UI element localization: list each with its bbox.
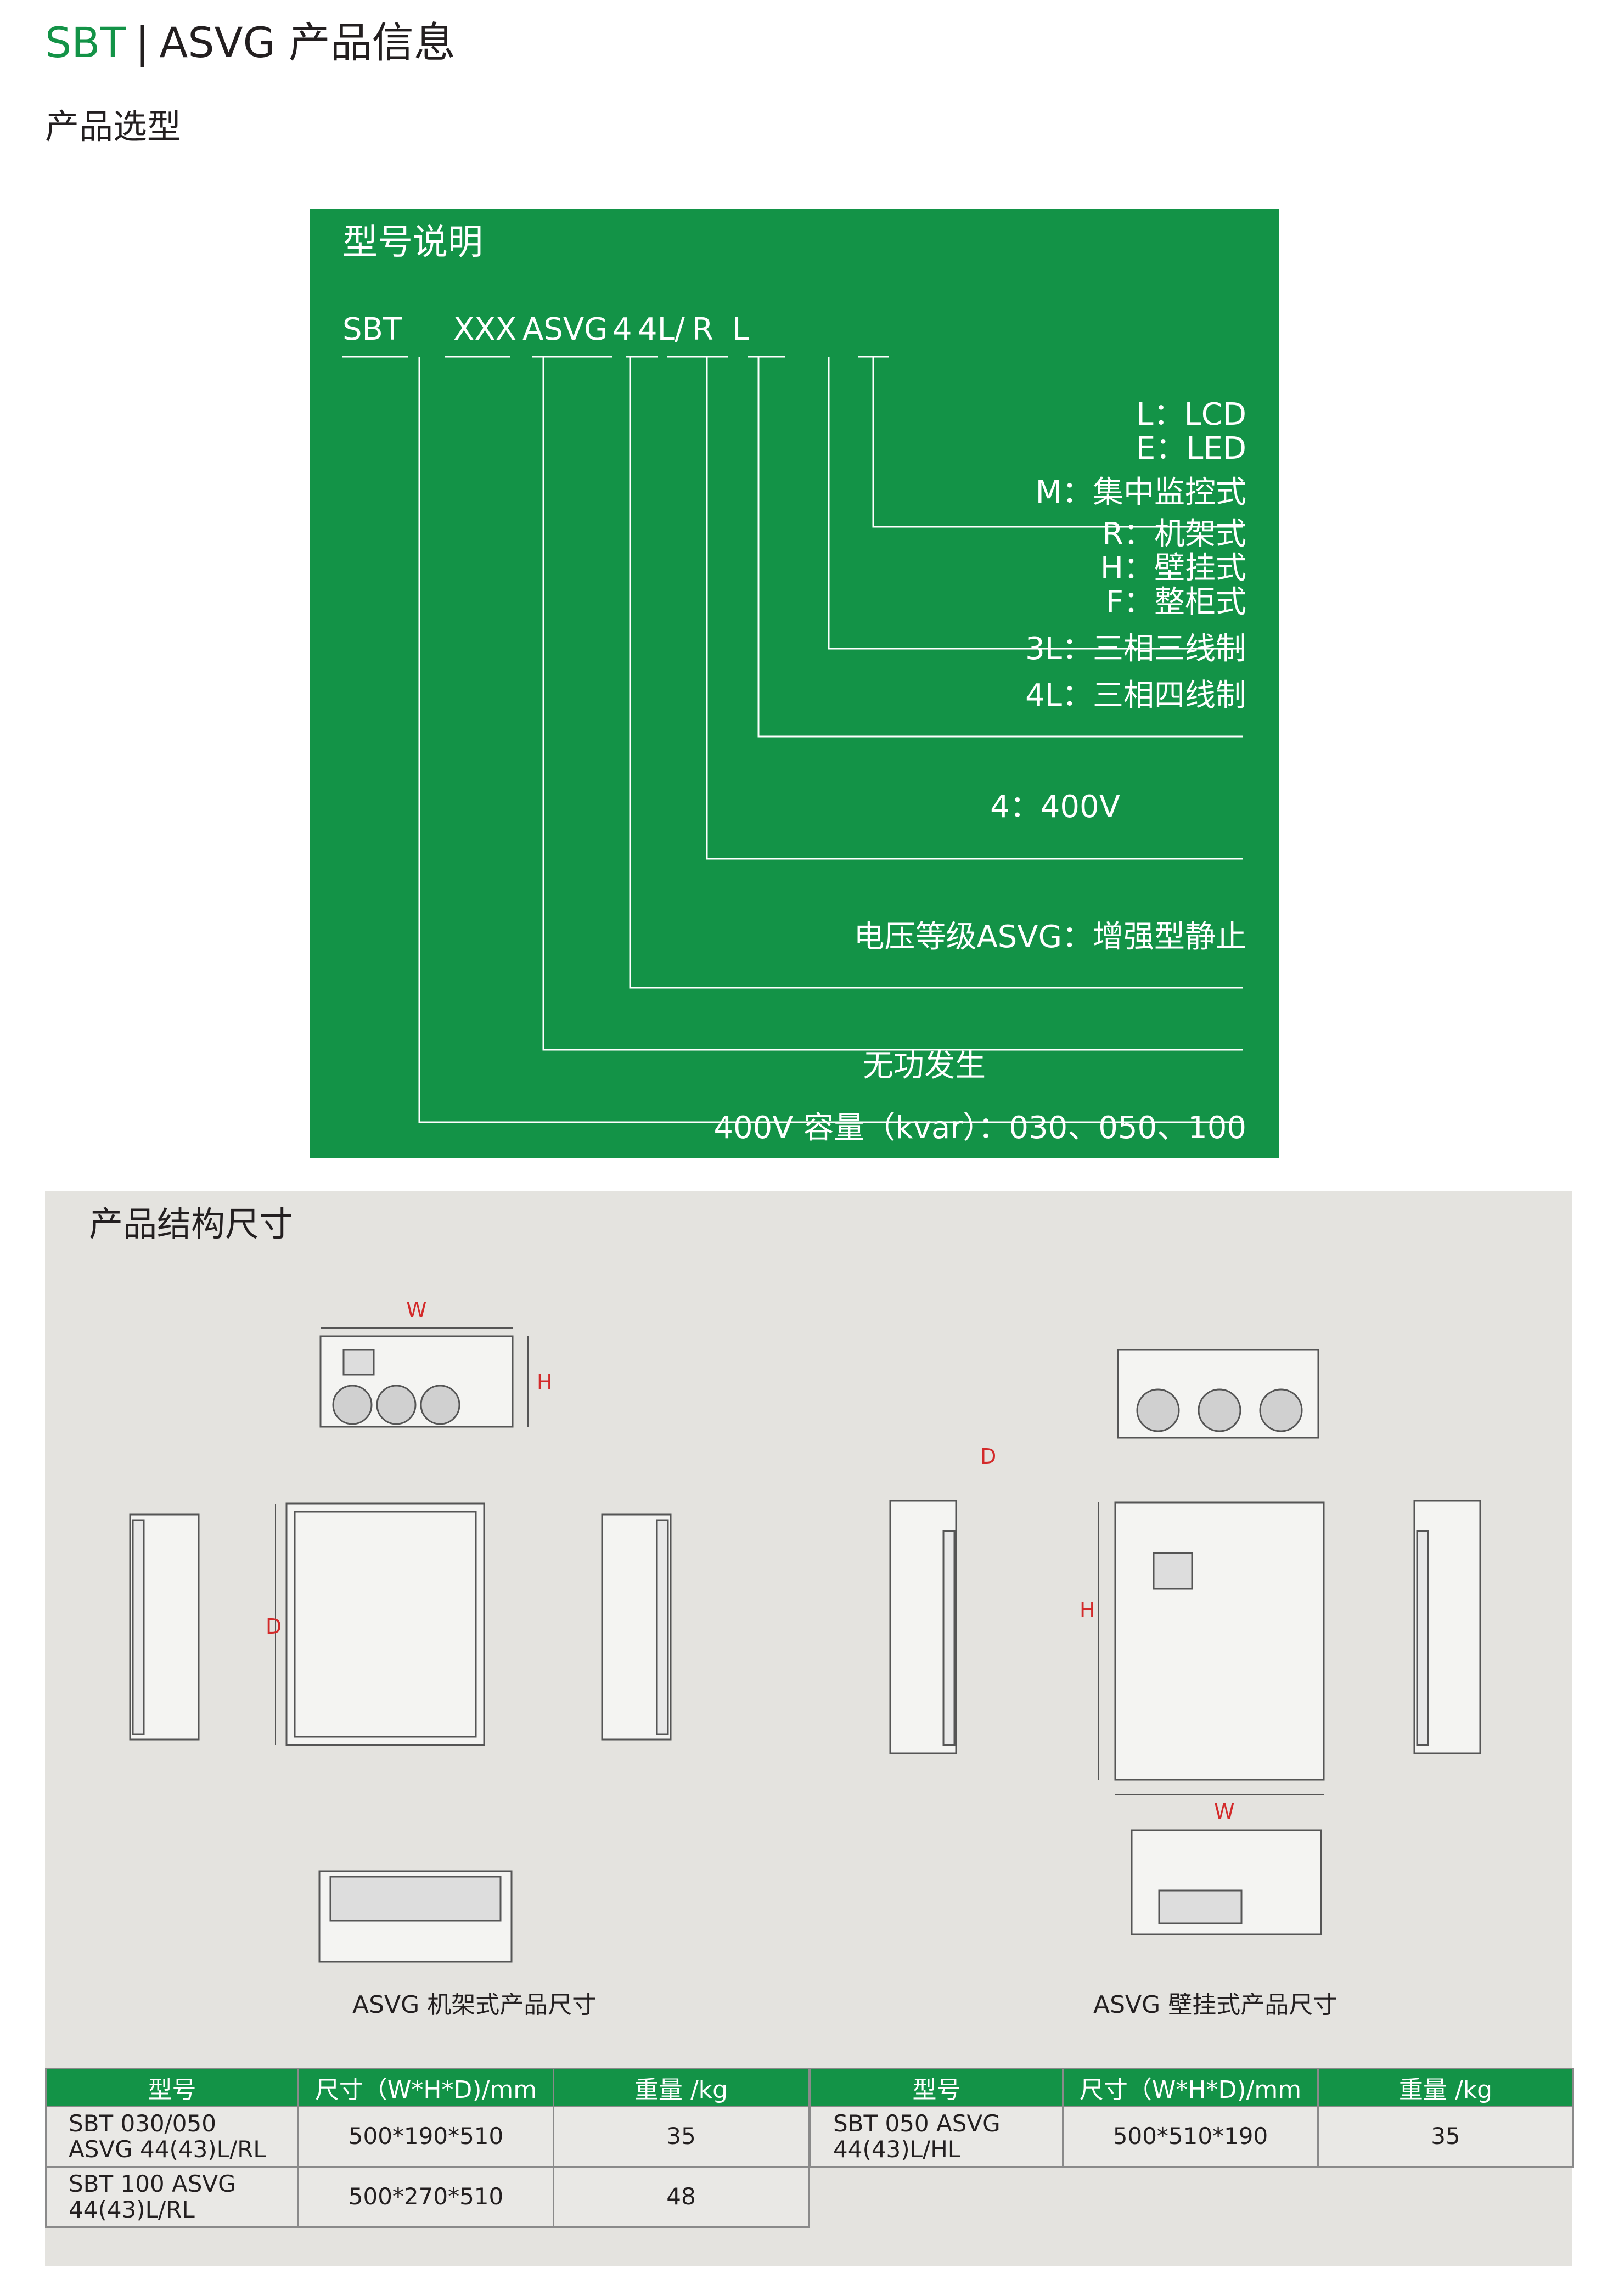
rack-depth-label: D: [266, 1614, 282, 1639]
rack-width-label: W: [406, 1298, 427, 1322]
size-cell: 500*510*190: [1062, 2106, 1319, 2168]
wall-front-view: [1114, 1501, 1325, 1781]
rack-side-left-view: [129, 1513, 200, 1741]
rack-caption: ASVG 机架式产品尺寸: [352, 1991, 597, 2019]
code-capacity: XXX: [453, 312, 517, 347]
desc-wire-4l: 4L：三相四线制: [1025, 678, 1246, 713]
desc-capacity: 400V 容量（kvar）：030、050、100: [713, 1110, 1246, 1146]
wall-bottom-view: [1131, 1829, 1322, 1935]
rack-spec-table: 型号 尺寸（W*H*D)/mm 重量 /kg SBT 030/050 ASVG …: [45, 2068, 810, 2228]
model-cell: SBT 050 ASVG 44(43)L/HL: [810, 2106, 1064, 2168]
wall-col-model: 型号: [810, 2068, 1064, 2107]
wall-side-left-view: [889, 1500, 957, 1754]
rack-rear-view: [318, 1870, 513, 1963]
rack-col-model: 型号: [45, 2068, 299, 2107]
rack-col-weight: 重量 /kg: [553, 2068, 810, 2107]
page-title: ASVG 产品信息: [159, 18, 456, 67]
page-header: SBT|ASVG 产品信息: [45, 22, 456, 64]
brand-name: SBT: [45, 18, 126, 67]
rack-height-label: H: [537, 1370, 553, 1394]
section-title-selection: 产品选型: [45, 106, 182, 147]
rack-front-view: [319, 1335, 514, 1428]
wall-spec-table: 型号 尺寸（W*H*D)/mm 重量 /kg SBT 050 ASVG 44(4…: [810, 2068, 1574, 2168]
dimension-title: 产品结构尺寸: [89, 1204, 294, 1244]
desc-display-led: E：LED: [1136, 431, 1246, 466]
wall-side-right-view: [1413, 1500, 1481, 1754]
desc-voltage: 4：400V: [990, 789, 1120, 825]
model-heading: 型号说明: [342, 222, 483, 263]
wall-table-header: 型号 尺寸（W*H*D)/mm 重量 /kg: [810, 2068, 1574, 2107]
size-cell: 500*190*510: [297, 2106, 554, 2168]
model-code-lines: [342, 356, 1243, 1123]
dimension-panel: 产品结构尺寸: [45, 1191, 1574, 2266]
wall-width-label: W: [1214, 1799, 1235, 1824]
model-code-box: 型号说明 SBT XXX ASVG 4 4L/ R L L：LCD E：LED …: [310, 209, 1279, 1158]
wall-height-label: H: [1080, 1598, 1095, 1622]
model-cell: SBT 100 ASVG 44(43)L/RL: [45, 2166, 299, 2228]
code-brand: SBT: [342, 312, 402, 347]
desc-type-line2: 无功发生: [863, 1048, 986, 1084]
weight-cell: 35: [1317, 2106, 1574, 2168]
code-display: L: [732, 312, 750, 347]
code-mounting: R: [692, 312, 713, 347]
rack-col-size: 尺寸（W*H*D)/mm: [297, 2068, 554, 2107]
wall-depth-label: D: [980, 1444, 997, 1468]
rack-side-right-view: [601, 1513, 672, 1741]
table-row: SBT 100 ASVG 44(43)L/RL 500*270*510 48: [45, 2166, 810, 2228]
code-series: ASVG: [522, 312, 608, 347]
desc-mount-rack: R：机架式: [1102, 516, 1246, 552]
wall-caption: ASVG 壁挂式产品尺寸: [1093, 1991, 1337, 2019]
weight-cell: 35: [553, 2106, 810, 2168]
table-row: SBT 030/050 ASVG 44(43)L/RL 500*190*510 …: [45, 2106, 810, 2168]
wall-top-view: [1117, 1349, 1319, 1439]
rack-top-view: [285, 1502, 485, 1746]
wall-col-size: 尺寸（W*H*D)/mm: [1062, 2068, 1319, 2107]
weight-cell: 48: [553, 2166, 810, 2228]
desc-wire-3l: 3L：三相三线制: [1025, 631, 1246, 667]
desc-display-lcd: L：LCD: [1136, 397, 1246, 432]
dimension-drawings: [129, 1327, 1481, 1963]
code-wiring: 4L/: [638, 312, 685, 347]
desc-mount-cabinet: F：整柜式: [1105, 584, 1246, 620]
size-cell: 500*270*510: [297, 2166, 554, 2228]
wall-col-weight: 重量 /kg: [1317, 2068, 1574, 2107]
desc-mount-monitor: M：集中监控式: [1035, 475, 1246, 510]
desc-type-line1: 电压等级ASVG：增强型静止: [853, 919, 1246, 955]
header-separator: |: [135, 18, 150, 67]
desc-mount-wall: H：壁挂式: [1100, 550, 1246, 586]
code-voltage: 4: [612, 312, 632, 347]
table-row: SBT 050 ASVG 44(43)L/HL 500*510*190 35: [810, 2106, 1574, 2168]
model-cell: SBT 030/050 ASVG 44(43)L/RL: [45, 2106, 299, 2168]
rack-table-header: 型号 尺寸（W*H*D)/mm 重量 /kg: [45, 2068, 810, 2107]
